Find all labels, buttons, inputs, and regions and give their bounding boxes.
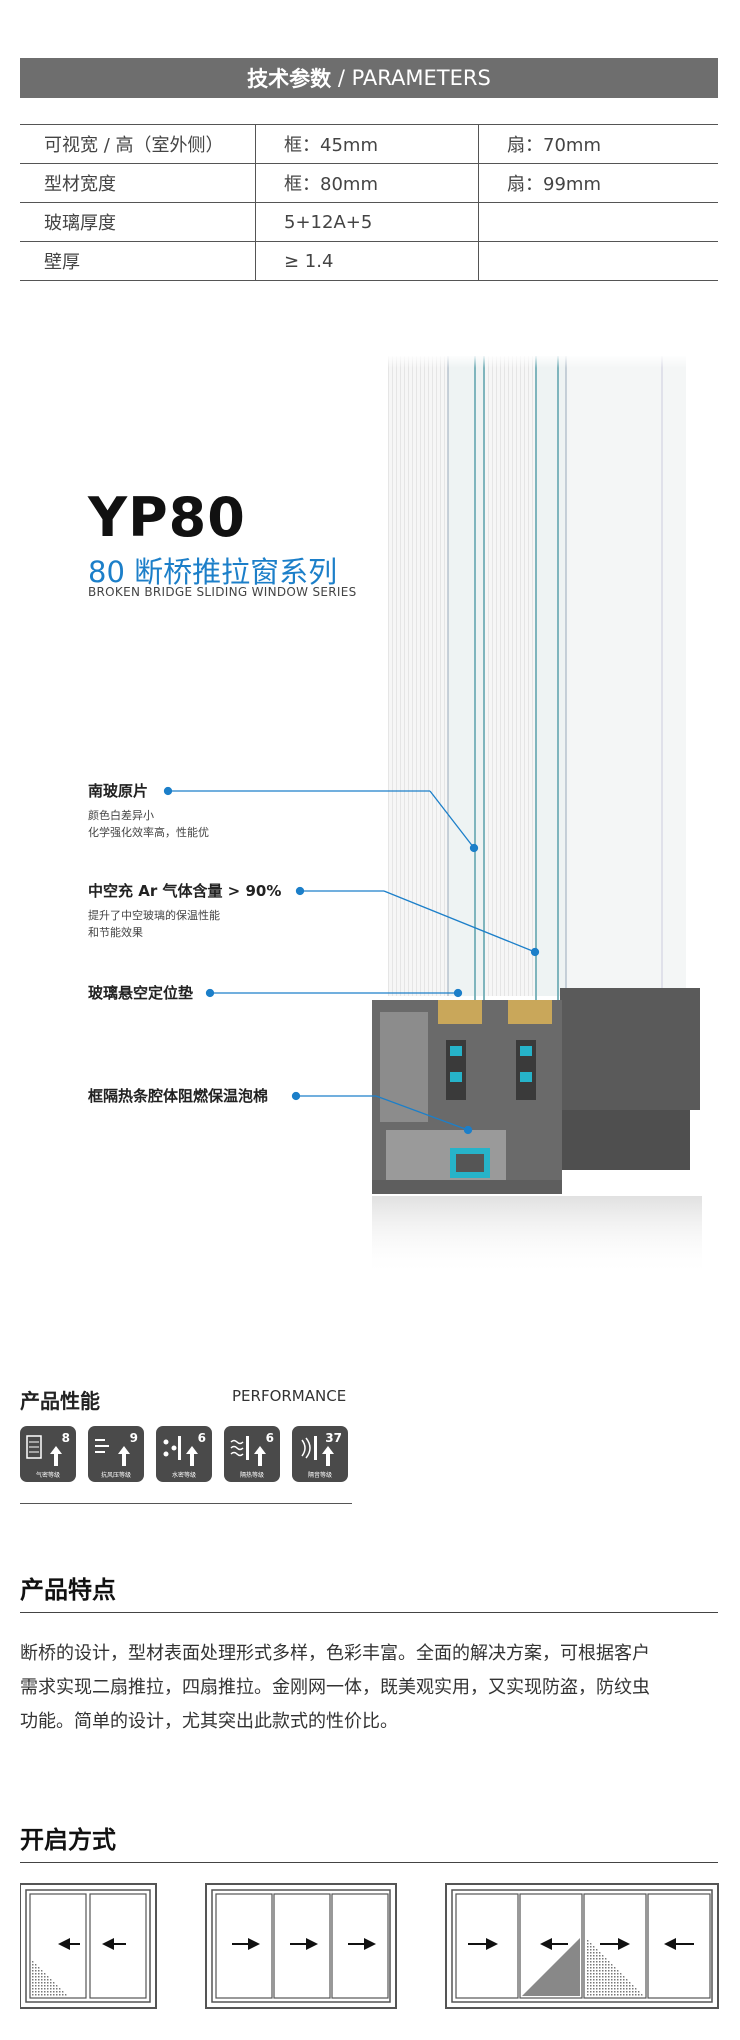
features-title: 产品特点 [20, 1576, 116, 1604]
three-panel-sliding-diagram [205, 1883, 397, 2009]
param-frame: 框：80mm [255, 163, 479, 203]
badge-value: 6 [265, 1431, 274, 1445]
param-sash: 扇：99mm [478, 163, 718, 203]
four-sash-sliding-diagram [445, 1883, 719, 2009]
window-profile-illustration [163, 356, 702, 1276]
callout-argon: 中空充 Ar 气体含量 > 90% 提升了中空玻璃的保温性能 和节能效果 [88, 880, 281, 941]
parameters-header-en: PARAMETERS [351, 66, 491, 90]
badge-caption: 隔音等级 [307, 1472, 332, 1479]
table-row: 玻璃厚度 5+12A+5 [20, 202, 718, 242]
callout-desc: 和节能效果 [88, 926, 143, 939]
features-line: 功能。简单的设计，尤其突出此款式的性价比。 [20, 1711, 398, 1732]
callout-desc: 提升了中空玻璃的保温性能 [88, 909, 220, 922]
param-sash [478, 202, 718, 242]
water-tightness-badge: 6 水密等级 [156, 1426, 212, 1482]
param-frame: 框：45mm [255, 124, 479, 164]
badge-caption: 水密等级 [171, 1472, 196, 1479]
param-sash [478, 241, 718, 281]
parameters-table: 可视宽 / 高（室外侧） 框：45mm 扇：70mm 型材宽度 框：80mm 扇… [20, 124, 718, 281]
param-label: 玻璃厚度 [20, 202, 256, 242]
product-series-en: BROKEN BRIDGE SLIDING WINDOW SERIES [88, 585, 357, 599]
badge-caption: 抗风压等级 [100, 1472, 131, 1479]
features-line: 断桥的设计，型材表面处理形式多样，色彩丰富。全面的解决方案，可根据客户 [20, 1643, 650, 1664]
product-series-cn: 80 断桥推拉窗系列 [88, 555, 338, 589]
callout-title: 南玻原片 [88, 782, 149, 800]
badge-caption: 隔热等级 [239, 1472, 264, 1479]
water-tightness-icon [163, 1436, 198, 1466]
callout-foam: 框隔热条腔体阻燃保温泡棉 [88, 1085, 268, 1106]
sound-insulation-icon [301, 1436, 334, 1466]
badge-value: 37 [325, 1431, 342, 1445]
callout-desc: 颜色白差异小 [88, 809, 154, 822]
opening-title: 开启方式 [20, 1826, 116, 1854]
performance-title-en: PERFORMANCE [232, 1387, 347, 1405]
parameters-header-cn: 技术参数 [247, 67, 332, 91]
callout-spacer: 玻璃悬空定位垫 [88, 982, 193, 1003]
features-divider [20, 1612, 718, 1613]
heat-insulation-icon [230, 1436, 266, 1466]
param-label: 壁厚 [20, 241, 256, 281]
param-frame: ≥ 1.4 [255, 241, 479, 281]
two-sash-sliding-diagram [20, 1883, 157, 2009]
param-label: 可视宽 / 高（室外侧） [20, 124, 256, 164]
callout-glass: 南玻原片 颜色白差异小 化学强化效率高，性能优 [88, 780, 209, 841]
callout-title: 中空充 Ar 气体含量 > 90% [88, 882, 282, 900]
features-line: 需求实现二扇推拉，四扇推拉。金刚网一体，既美观实用，又实现防盗，防纹虫 [20, 1677, 650, 1698]
callout-desc: 化学强化效率高，性能优 [88, 826, 209, 839]
air-tightness-icon [26, 1435, 62, 1466]
table-row: 可视宽 / 高（室外侧） 框：45mm 扇：70mm [20, 124, 718, 164]
wind-pressure-icon [95, 1439, 130, 1466]
product-model: YP80 [88, 486, 246, 549]
callout-title: 玻璃悬空定位垫 [88, 984, 194, 1002]
param-frame: 5+12A+5 [255, 202, 479, 242]
features-text: 断桥的设计，型材表面处理形式多样，色彩丰富。全面的解决方案，可根据客户 需求实现… [20, 1637, 720, 1739]
wind-pressure-badge: 9 抗风压等级 [88, 1426, 144, 1482]
badge-value: 6 [197, 1431, 206, 1445]
air-tightness-badge: 8 气密等级 [20, 1426, 76, 1482]
performance-divider [20, 1503, 352, 1504]
performance-title-cn: 产品性能 [20, 1389, 100, 1413]
param-sash: 扇：70mm [478, 124, 718, 164]
param-label: 型材宽度 [20, 163, 256, 203]
badge-value: 8 [61, 1431, 70, 1445]
heat-insulation-badge: 6 隔热等级 [224, 1426, 280, 1482]
parameters-header-sep: / [331, 66, 352, 90]
badge-caption: 气密等级 [35, 1472, 60, 1479]
table-row: 壁厚 ≥ 1.4 [20, 241, 718, 281]
table-row: 型材宽度 框：80mm 扇：99mm [20, 163, 718, 203]
callout-title: 框隔热条腔体阻燃保温泡棉 [88, 1087, 269, 1105]
parameters-header: 技术参数 / PARAMETERS [20, 58, 718, 98]
badge-value: 9 [129, 1431, 138, 1445]
opening-divider [20, 1862, 718, 1863]
opening-diagrams [20, 1883, 719, 2009]
sound-insulation-badge: 37 隔音等级 [292, 1426, 348, 1482]
